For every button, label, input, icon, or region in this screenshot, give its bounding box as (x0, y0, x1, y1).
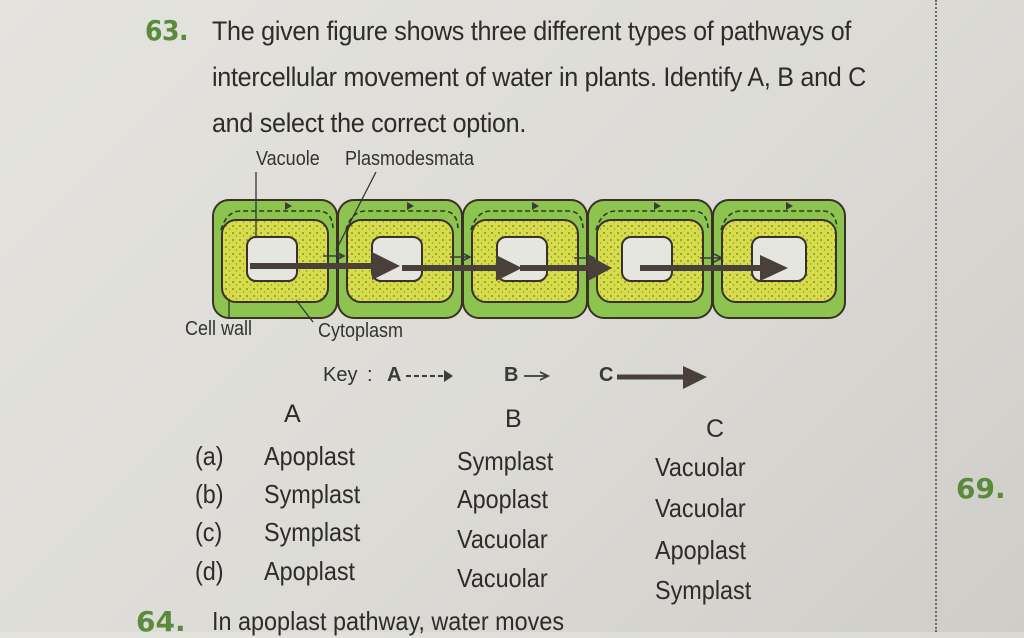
column-header-b: B (505, 405, 522, 433)
option-b-col-c: Vacuolar (655, 493, 746, 523)
label-cell-wall: Cell wall (185, 318, 253, 340)
vacuolar-arrows (250, 252, 788, 281)
option-a-col-b: Symplast (457, 446, 554, 476)
cell-3 (462, 199, 588, 319)
option-a-label[interactable]: (a) (195, 441, 224, 471)
key-letter-a: A (387, 364, 402, 386)
key-arrows (406, 366, 707, 389)
option-c-col-a: Symplast (264, 517, 361, 547)
key-separator: : (367, 364, 373, 386)
option-d-col-b: Vacuolar (457, 563, 548, 593)
option-c-col-c: Apoplast (655, 535, 747, 565)
label-plasmodesmata: Plasmodesmata (345, 148, 475, 170)
option-a-col-a: Apoplast (264, 441, 356, 471)
side-question-number: 69. (956, 472, 1006, 505)
question-text: The given figure shows three different t… (212, 16, 867, 138)
next-question-number: 64. (136, 605, 186, 638)
option-c-label[interactable]: (c) (195, 517, 223, 547)
option-d-col-a: Apoplast (264, 556, 356, 586)
cell-4 (587, 199, 713, 319)
key-letter-c: C (599, 364, 614, 386)
label-cytoplasm: Cytoplasm (318, 320, 404, 342)
cell-1 (212, 199, 338, 319)
column-divider (935, 0, 937, 632)
column-header-a: A (284, 400, 301, 428)
label-vacuole: Vacuole (256, 148, 320, 170)
column-header-c: C (706, 415, 725, 443)
option-b-col-a: Symplast (264, 479, 361, 509)
option-b-label[interactable]: (b) (195, 479, 224, 509)
option-c-col-b: Vacuolar (457, 524, 548, 554)
cell-2 (337, 199, 463, 319)
key-letter-b: B (504, 364, 519, 386)
question-number: 63. (145, 14, 189, 47)
cells (212, 199, 846, 319)
cell-5 (712, 199, 846, 319)
option-d-label[interactable]: (d) (195, 556, 224, 586)
next-question-text: In apoplast pathway, water moves (212, 606, 565, 636)
key-prefix: Key : (323, 364, 377, 387)
option-a-col-c: Vacuolar (655, 452, 746, 482)
leader-lines (228, 171, 377, 323)
option-d-col-c: Symplast (655, 575, 752, 605)
option-b-col-b: Apoplast (457, 484, 549, 514)
key-label: Key (323, 364, 358, 386)
